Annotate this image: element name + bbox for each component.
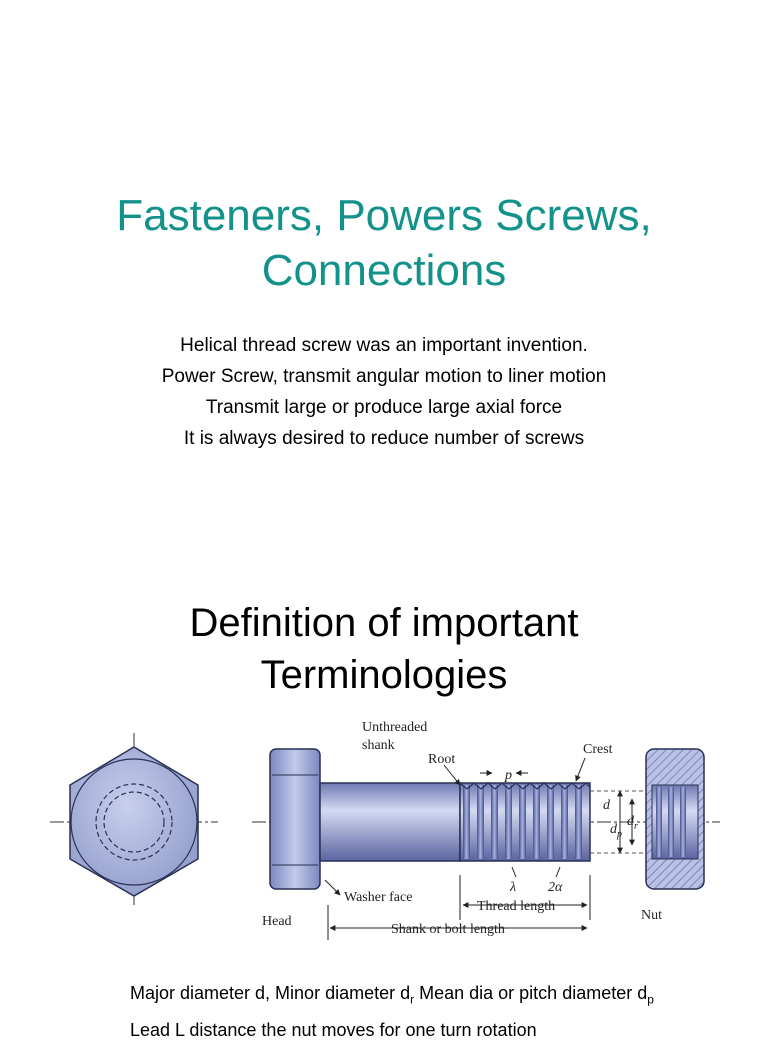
label-thread-angle: 2α [548,880,563,895]
definition-line-2: Lead L distance the nut moves for one tu… [130,1019,537,1040]
label-major-diameter: d [603,798,611,813]
section-heading: Definition of important Terminologies [0,597,768,701]
label-root: Root [428,752,455,767]
label-crest: Crest [583,742,613,757]
bullet-list: Helical thread screw was an important in… [0,330,768,454]
label-lead-angle: λ [509,880,516,895]
label-shank: shank [362,738,395,753]
dimension-lines [324,757,635,940]
label-unthreaded: Unthreaded [362,720,427,735]
nut-section [645,748,705,890]
bullet-item: Helical thread screw was an important in… [180,335,588,356]
bullet-item: It is always desired to reduce number of… [183,428,585,449]
section-heading-line-1: Definition of important [189,601,579,645]
label-head: Head [262,914,292,929]
label-nut: Nut [641,908,662,923]
label-shank-length: Shank or bolt length [391,922,505,937]
label-pitch-diameter: dp [610,822,622,840]
bolt-terminology-diagram: Unthreaded shank Root Crest p d dr dp λ … [50,720,720,940]
bullet-item: Transmit large or produce large axial fo… [205,397,563,418]
label-pitch: p [504,768,512,783]
definitions-text: Major diameter d, Minor diameter dr Mean… [130,978,760,1045]
bolt-side-view [252,748,720,890]
title-line-2: Connections [261,246,507,295]
definition-line-1: Major diameter d, Minor diameter dr Mean… [130,983,654,1007]
thread-ridges [463,785,582,859]
bullet-item: Power Screw, transmit angular motion to … [161,366,607,387]
title-line-1: Fasteners, Powers Screws, [116,191,652,240]
slide-title: Fasteners, Powers Screws, Connections [0,188,768,298]
label-thread-length: Thread length [477,899,555,914]
section-heading-line-2: Terminologies [260,653,508,697]
hex-end-view [50,733,218,905]
label-washer-face: Washer face [344,890,412,905]
label-minor-diameter: dr [627,814,638,832]
